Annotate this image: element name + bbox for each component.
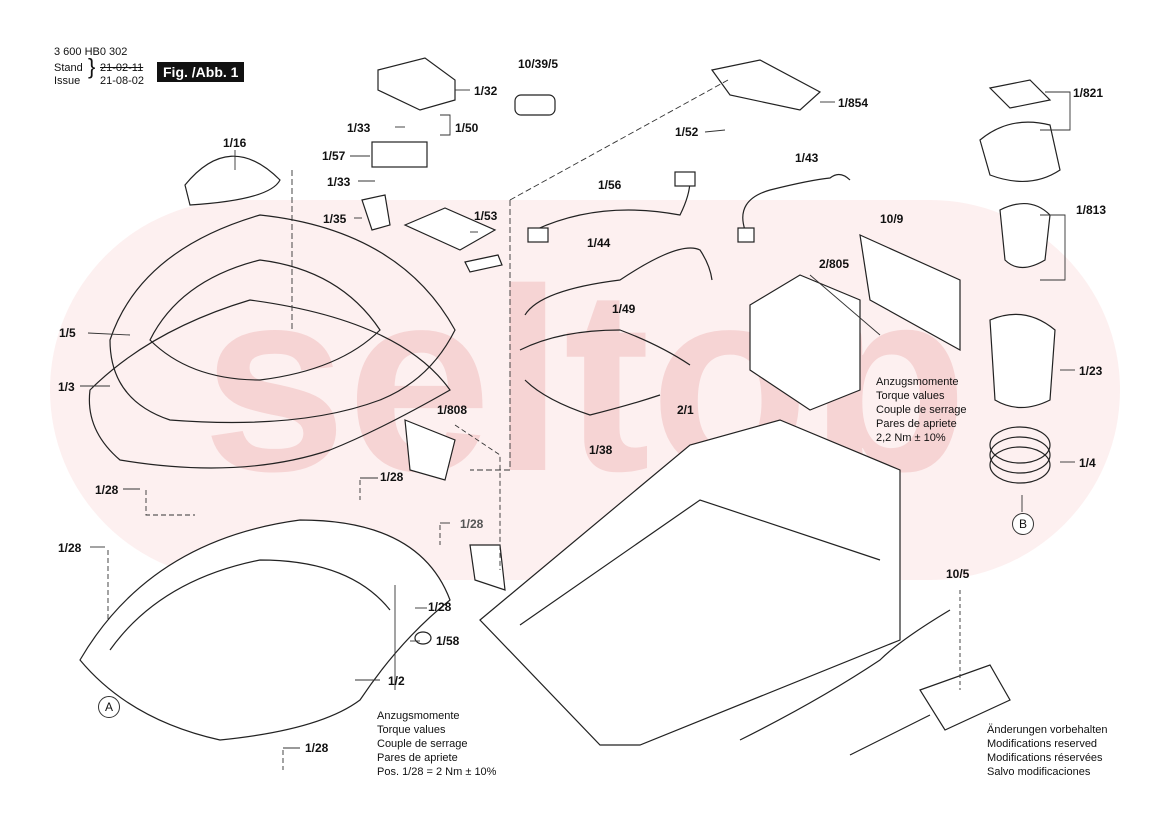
label-1-52: 1/52 <box>675 125 699 139</box>
badge-part-1-16 <box>184 155 281 206</box>
label-1-38: 1/38 <box>589 443 613 457</box>
plate-part-10-9 <box>859 233 961 352</box>
bracket-part-1-57 <box>371 141 428 168</box>
label-1-4: 1/4 <box>1079 456 1096 470</box>
label-1-50: 1/50 <box>455 121 479 135</box>
label-1-16: 1/16 <box>223 136 247 150</box>
label-1-5: 1/5 <box>59 326 76 340</box>
hood-part-1-5 <box>109 214 456 424</box>
torque-bottom-line-3: Couple de serrage <box>377 738 468 750</box>
label-1-33-top: 1/33 <box>347 121 371 135</box>
brace-glyph: } <box>88 54 96 79</box>
label-10-39-5: 10/39/5 <box>518 57 559 71</box>
part-1-821 <box>988 79 1052 109</box>
chassis-part-2-1 <box>479 419 901 746</box>
label-1-56: 1/56 <box>598 178 622 192</box>
label-1-808: 1/808 <box>437 403 468 417</box>
torque-right-line-1: Anzugsmomente <box>876 376 959 388</box>
torque-note-right: Anzugsmomente Torque values Couple de se… <box>876 375 967 445</box>
part-number: 3 600 HB0 302 <box>54 46 128 58</box>
cable-part-1-56 <box>534 179 691 231</box>
cable-part-1-44 <box>524 247 713 316</box>
label-1-49: 1/49 <box>612 302 636 316</box>
label-1-53: 1/53 <box>474 209 498 223</box>
sheet-part-1-808 <box>404 419 456 481</box>
label-1-821: 1/821 <box>1073 86 1104 100</box>
control-block-part-2-805 <box>749 274 861 411</box>
label-10-5: 10/5 <box>946 567 970 581</box>
label-1-813: 1/813 <box>1076 203 1107 217</box>
label-1-3: 1/3 <box>58 380 75 394</box>
stand-label: Stand <box>54 62 83 74</box>
label-1-28-f: 1/28 <box>305 741 329 755</box>
torque-right-line-2: Torque values <box>876 390 945 402</box>
torque-right-line-5: 2,2 Nm ± 10% <box>876 432 946 444</box>
cover-part-1-3 <box>88 299 451 469</box>
changes-line-3: Modifications réservées <box>987 752 1103 764</box>
label-1-35: 1/35 <box>323 212 347 226</box>
label-1-58: 1/58 <box>436 634 460 648</box>
label-1-43: 1/43 <box>795 151 819 165</box>
reference-circle-a: A <box>98 696 120 718</box>
old-date: 21-02-11 <box>100 62 144 74</box>
figure-tag: Fig. /Abb. 1 <box>157 62 245 82</box>
torque-right-line-3: Couple de serrage <box>876 404 967 416</box>
label-1-32: 1/32 <box>474 84 498 98</box>
label-10-9: 10/9 <box>880 212 904 226</box>
cable-part-1-49 <box>519 329 691 366</box>
board-part-1-854 <box>710 59 822 111</box>
label-1-28-e: 1/28 <box>428 600 452 614</box>
label-1-854: 1/854 <box>838 96 869 110</box>
label-2-1: 2/1 <box>677 403 694 417</box>
torque-bottom-line-2: Torque values <box>377 724 446 736</box>
cable-part-1-38 <box>524 379 661 416</box>
torque-bottom-line-5: Pos. 1/28 = 2 Nm ± 10% <box>377 766 497 778</box>
changes-line-2: Modifications reserved <box>987 738 1098 750</box>
changes-line-1: Änderungen vorbehalten <box>987 724 1108 736</box>
torque-bottom-line-1: Anzugsmomente <box>377 710 460 722</box>
torque-right-line-4: Pares de apriete <box>876 418 957 430</box>
label-1-28-d: 1/28 <box>58 541 82 555</box>
label-1-28-c: 1/28 <box>460 517 484 531</box>
spring-part-1-4 <box>989 446 1051 484</box>
charger-part-10-5 <box>919 664 1011 731</box>
changes-line-4: Salvo modificaciones <box>987 766 1091 778</box>
cable-part-1-43 <box>742 173 851 231</box>
label-1-57: 1/57 <box>322 149 346 163</box>
label-1-44: 1/44 <box>587 236 611 250</box>
torque-bottom-line-4: Pares de apriete <box>377 752 458 764</box>
issue-label: Issue <box>54 75 81 87</box>
label-2-805: 2/805 <box>819 257 850 271</box>
label-1-28-a: 1/28 <box>380 470 404 484</box>
connector-part-10-39-5 <box>514 94 556 116</box>
label-1-2: 1/2 <box>388 674 405 688</box>
new-date: 21-08-02 <box>100 75 145 87</box>
switch-part-1-35 <box>361 194 391 231</box>
motor-part-1-813 <box>999 203 1051 269</box>
display-part-1-53 <box>403 207 497 251</box>
label-1-28-b: 1/28 <box>95 483 119 497</box>
label-1-33-bottom: 1/33 <box>327 175 351 189</box>
stop-button-part-1-32 <box>377 57 456 111</box>
housing-part-1-23 <box>989 313 1056 409</box>
label-1-23: 1/23 <box>1079 364 1103 378</box>
reference-circle-b: B <box>1012 513 1034 535</box>
torque-note-bottom: Anzugsmomente Torque values Couple de se… <box>377 709 496 779</box>
body-part-1-2 <box>79 519 451 741</box>
changes-note: Änderungen vorbehalten Modifications res… <box>987 723 1107 779</box>
